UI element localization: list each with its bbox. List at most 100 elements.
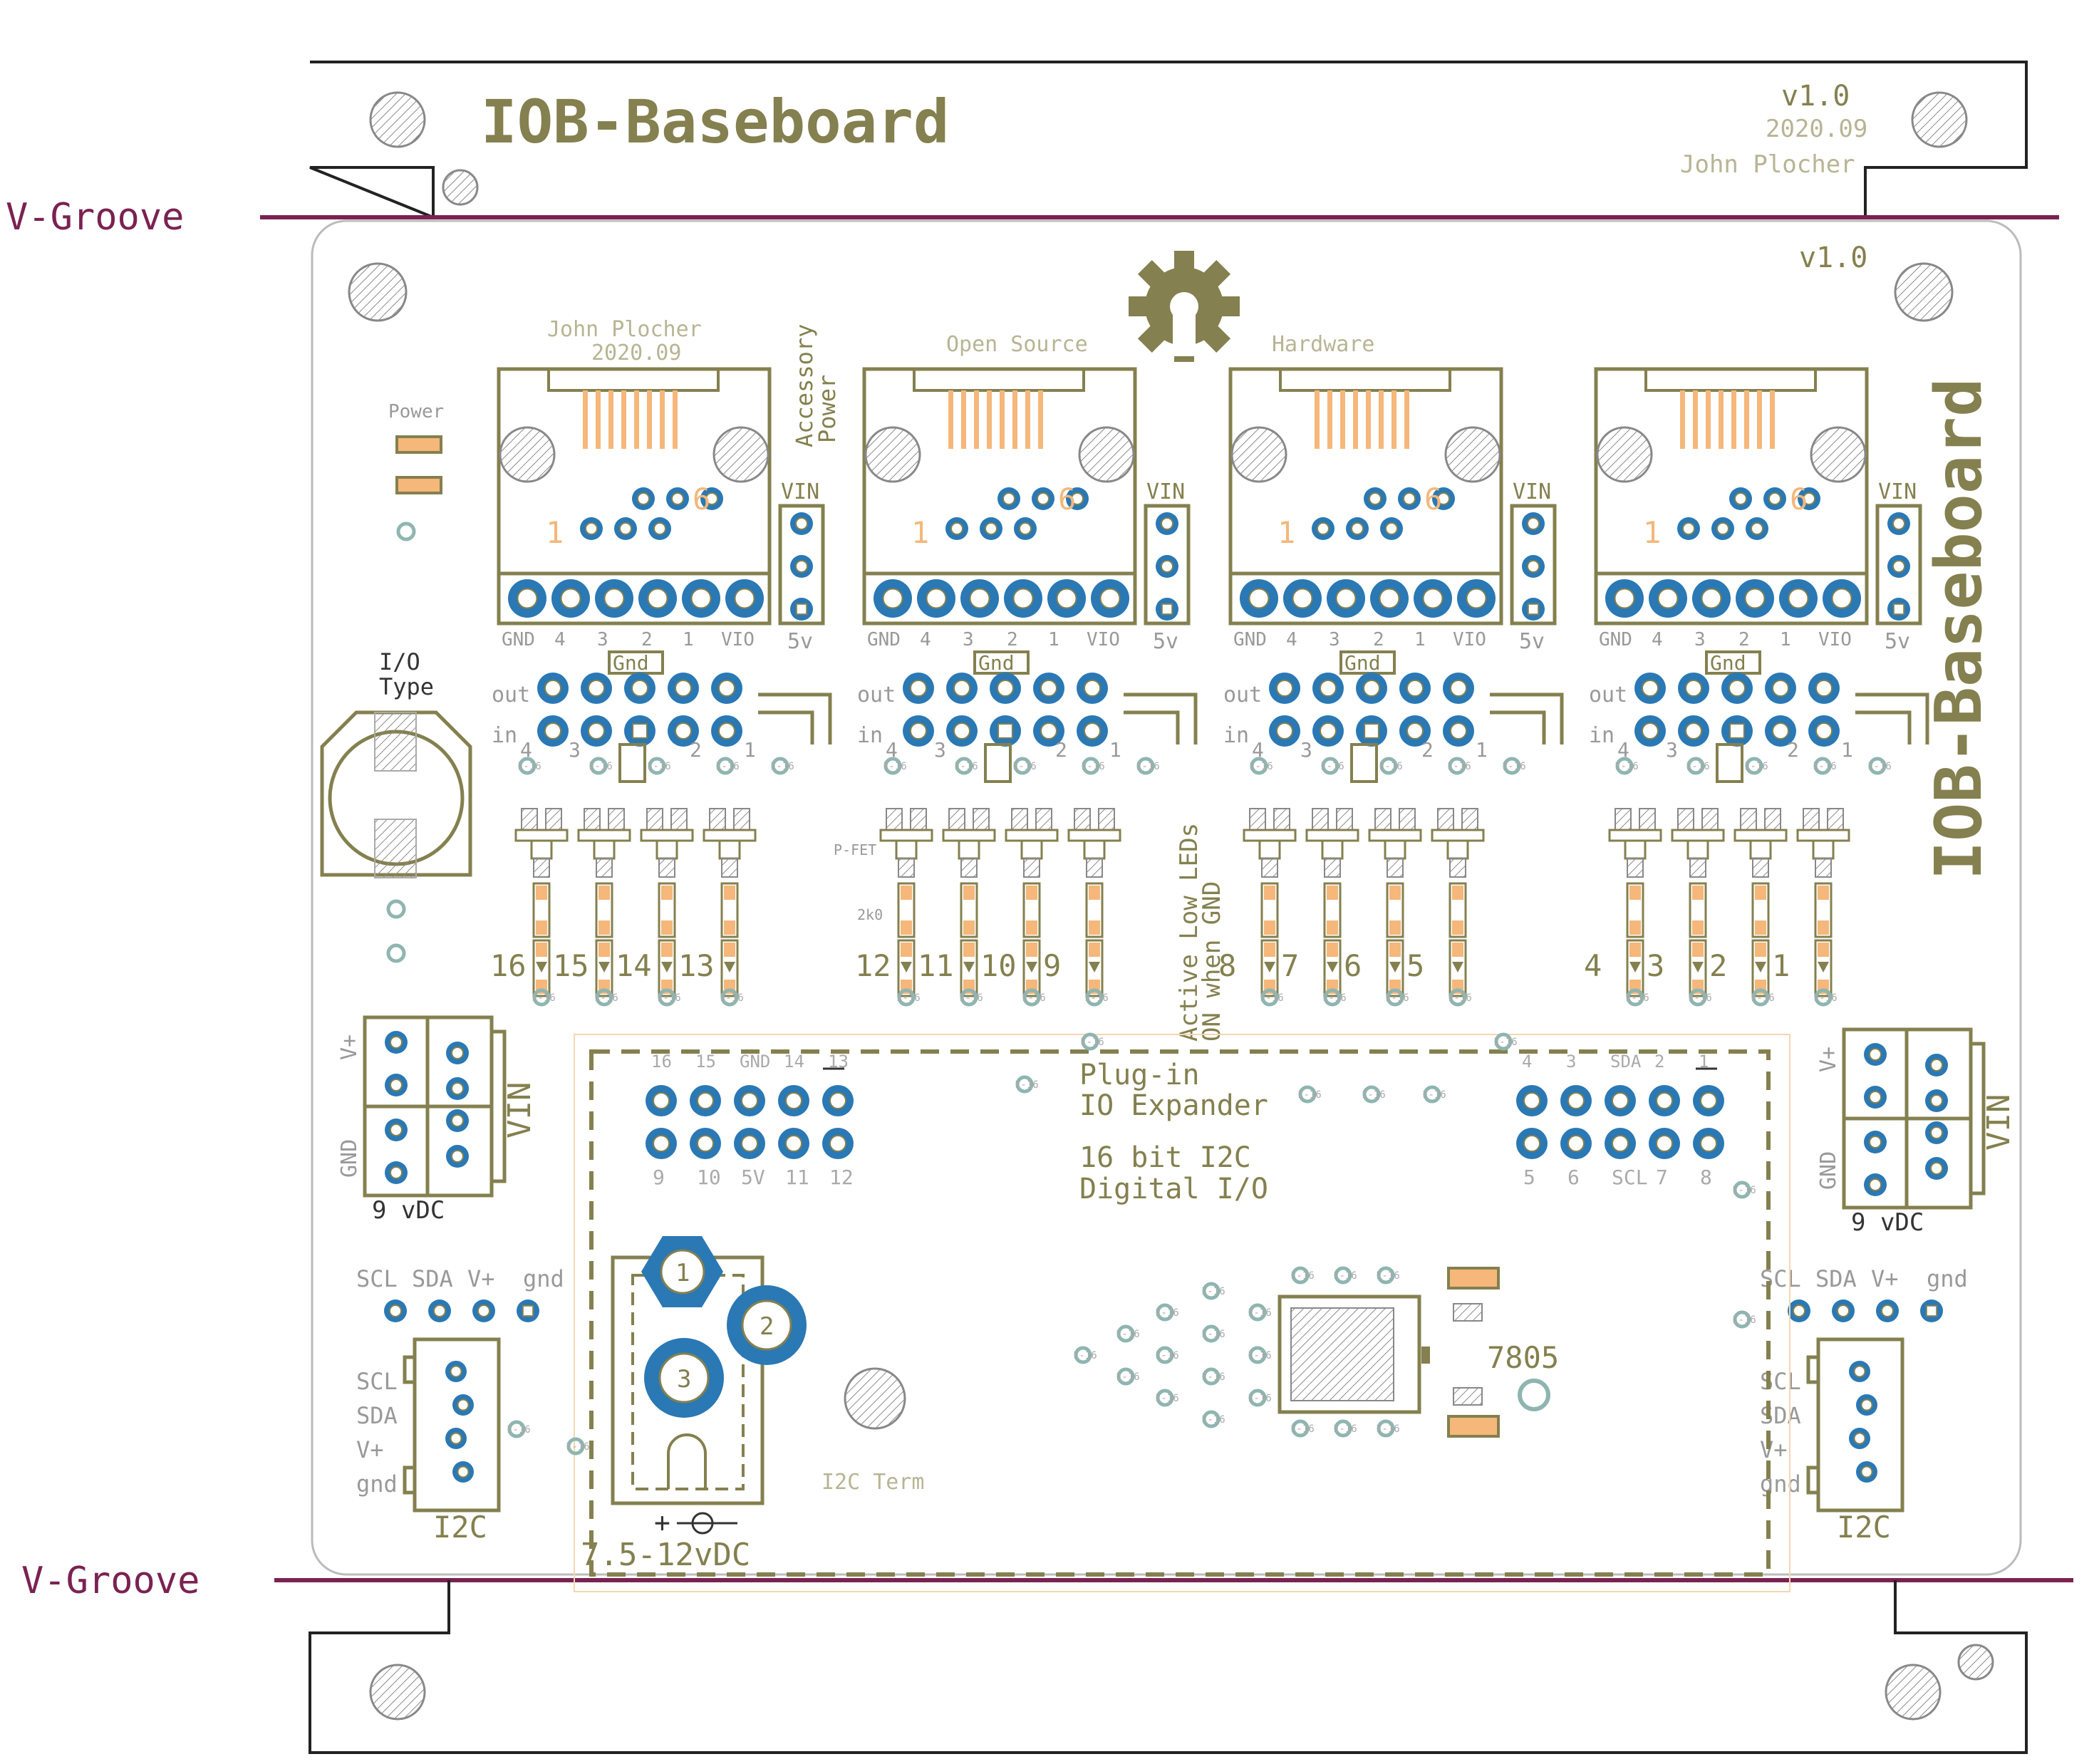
terminal-block[interactable] [497,571,772,626]
power-pin [1925,1157,1948,1180]
in-pin [903,715,934,747]
via-label: 1-16 [1073,1350,1097,1361]
pad-hole [1930,1162,1943,1175]
channel-number: 6 [1344,948,1362,983]
io-type-selector[interactable] [320,710,472,877]
terminal-pin-label: 3 [597,629,608,650]
terminal-block[interactable] [1594,571,1869,626]
via-ring [1156,1389,1174,1407]
pad-hole [1161,560,1173,573]
via-ring [716,757,735,775]
via: 1-16 [1260,988,1284,1007]
via-label: 1-16 [954,761,978,772]
vin-header[interactable] [778,504,825,626]
resistor-pad [724,920,735,935]
via: 1-16 [657,988,681,1007]
resistor-pad [1818,920,1829,935]
via-ring [1202,1282,1220,1300]
via: 1-16 [1073,1346,1097,1364]
via: 1-16 [1333,1419,1357,1438]
rj-contact [1025,390,1030,449]
i2c-pin [384,1299,407,1322]
terminal-block[interactable] [1228,571,1503,626]
fet-pad [1461,808,1478,831]
pad-hole [1450,722,1467,740]
i2c-header-pin [1856,1461,1877,1483]
via-label: 1-16 [594,992,618,1004]
fet-pad [1074,808,1091,831]
vin-header[interactable] [1510,504,1557,626]
pad-hole [588,722,605,740]
voltage-label: 9 vDC [1851,1208,1924,1237]
via-label: 1-16 [1290,1270,1315,1282]
pad-hole [477,1304,490,1317]
fet-pad [1689,858,1706,878]
ic-outline [1350,743,1378,783]
via-label: 1-16 [647,761,671,772]
terminal-pin [960,579,999,618]
resistor-pad [1629,920,1641,935]
in-pin [1269,715,1300,747]
rj-contact [583,390,588,449]
pad-hole [1317,522,1330,535]
barrel-jack[interactable] [611,1236,807,1505]
via-ring [771,757,789,775]
barrel-pin-3: 3 [677,1365,691,1394]
header-pin-label: 4 [886,738,898,762]
rj-pin-label-1: 1 [546,515,564,550]
via: 1-16 [1625,988,1649,1007]
via-label: 1-16 [1448,992,1472,1004]
via-ring [1689,988,1707,1007]
via: 1-16 [1686,757,1710,775]
via-label: 1-16 [1022,992,1046,1004]
in-pin [1678,715,1709,747]
via: 1-16 [1155,1303,1179,1322]
pfet-body [703,829,757,860]
pad-hole [795,603,808,616]
header-pin-label: 3 [1300,738,1312,762]
fet-pad [1740,808,1757,831]
via-label: 1-16 [507,1424,531,1436]
pad-hole [1523,1092,1540,1109]
exp-pin [690,1085,721,1116]
i2c-row-label: gnd [523,1265,564,1292]
via-label: 1-16 [770,761,794,772]
header-pin-label: 3 [934,738,946,762]
vin-header[interactable] [1144,504,1191,626]
out-pin [1399,673,1431,704]
diode-icon [724,962,735,972]
expander-subtitle: 16 bit I2C [1079,1141,1251,1174]
pad-hole [969,588,990,609]
terminal-block[interactable] [862,571,1137,626]
channel-number: 16 [490,948,527,983]
vin-header[interactable] [1875,504,1922,626]
exp-top-label: SDA [1610,1052,1642,1072]
pad-hole [588,680,605,697]
via-ring [1136,757,1155,775]
via-ring [883,757,902,775]
via: 1-16 [1362,1085,1386,1104]
vin-label: VIN [781,479,819,504]
terminal-pin [682,579,720,618]
pad-hole [1527,560,1540,573]
pad-hole [390,1124,403,1136]
i2c-header-pin [1849,1428,1870,1449]
i2c-side-label: SCL [356,1368,398,1395]
rj-latch [1279,369,1451,392]
pad-hole [1656,1092,1673,1109]
fet-pad [1249,808,1266,831]
fet-pad [596,858,613,878]
resistor-pad [1089,920,1100,935]
exp-top-label: 15 [695,1052,716,1072]
via: 1-16 [715,757,740,775]
via: 1-16 [1155,1346,1179,1364]
pad-hole [997,723,1013,739]
i2c-side-label: V+ [356,1436,384,1463]
resistor-pad [963,920,975,935]
